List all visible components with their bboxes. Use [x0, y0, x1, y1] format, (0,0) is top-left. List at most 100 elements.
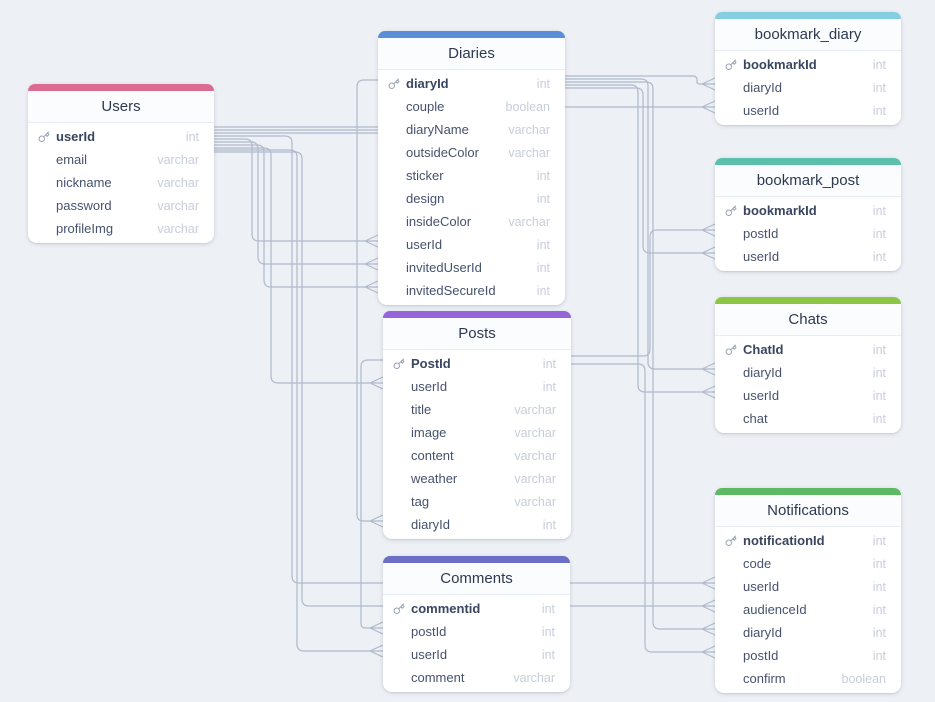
field-row[interactable]: confirm boolean	[715, 667, 901, 690]
field-row[interactable]: outsideColor varchar	[378, 141, 565, 164]
key-icon-slot	[388, 261, 403, 274]
field-row[interactable]: diaryId int	[715, 361, 901, 384]
crows-foot-many-marker	[364, 234, 379, 248]
field-row[interactable]: diaryId int	[715, 621, 901, 644]
field-row[interactable]: postId int	[715, 222, 901, 245]
table-title[interactable]: Posts	[383, 318, 571, 350]
field-row[interactable]: userId int	[715, 245, 901, 268]
field-row[interactable]: userId int	[383, 375, 571, 398]
field-row[interactable]: tag varchar	[383, 490, 571, 513]
field-row[interactable]: nickname varchar	[28, 171, 214, 194]
table-card-users[interactable]: Users userId int email varchar nickname …	[28, 84, 214, 243]
field-row[interactable]: notificationId int	[715, 529, 901, 552]
field-row[interactable]: sticker int	[378, 164, 565, 187]
table-title[interactable]: Chats	[715, 304, 901, 336]
field-row[interactable]: bookmarkId int	[715, 199, 901, 222]
field-row[interactable]: audienceId int	[715, 598, 901, 621]
field-row[interactable]: password varchar	[28, 194, 214, 217]
field-name: ChatId	[743, 342, 784, 357]
field-row[interactable]: userId int	[715, 575, 901, 598]
field-name: image	[411, 425, 447, 440]
field-type: int	[541, 624, 555, 639]
field-type: varchar	[157, 152, 199, 167]
relationship-line	[214, 141, 365, 265]
table-card-diaries[interactable]: Diaries diaryId int couple boolean diary…	[378, 31, 565, 305]
table-accent-bar	[383, 556, 570, 563]
field-name: outsideColor	[406, 145, 479, 160]
field-row[interactable]: userId int	[715, 99, 901, 122]
field-row[interactable]: invitedSecureId int	[378, 279, 565, 302]
field-row[interactable]: chat int	[715, 407, 901, 430]
field-row[interactable]: PostId int	[383, 352, 571, 375]
key-icon-slot	[388, 123, 403, 136]
field-name: invitedSecureId	[406, 283, 496, 298]
field-row[interactable]: diaryId int	[715, 76, 901, 99]
field-type: int	[536, 76, 550, 91]
relationship-line	[214, 138, 365, 242]
field-row[interactable]: diaryId int	[378, 72, 565, 95]
field-type: int	[541, 601, 555, 616]
key-icon-slot	[388, 146, 403, 159]
table-title[interactable]: Diaries	[378, 38, 565, 70]
table-card-notifications[interactable]: Notifications notificationId int code in…	[715, 488, 901, 693]
relationship-line	[214, 149, 370, 652]
field-row[interactable]: weather varchar	[383, 467, 571, 490]
table-fields: ChatId int diaryId int userId int chat i…	[715, 336, 901, 433]
field-row[interactable]: commentid int	[383, 597, 570, 620]
field-row[interactable]: title varchar	[383, 398, 571, 421]
table-title[interactable]: Notifications	[715, 495, 901, 527]
table-card-chats[interactable]: Chats ChatId int diaryId int userId int …	[715, 297, 901, 433]
table-fields: bookmarkId int diaryId int userId int	[715, 51, 901, 125]
field-row[interactable]: diaryName varchar	[378, 118, 565, 141]
crows-foot-many-marker	[364, 257, 379, 271]
crows-foot-many-marker	[701, 622, 716, 636]
field-row[interactable]: ChatId int	[715, 338, 901, 361]
table-title[interactable]: bookmark_post	[715, 165, 901, 197]
table-card-bookmark_post[interactable]: bookmark_post bookmarkId int postId int …	[715, 158, 901, 271]
field-row[interactable]: design int	[378, 187, 565, 210]
table-title[interactable]: Comments	[383, 563, 570, 595]
field-row[interactable]: code int	[715, 552, 901, 575]
field-row[interactable]: content varchar	[383, 444, 571, 467]
field-name: audienceId	[743, 602, 807, 617]
field-row[interactable]: comment varchar	[383, 666, 570, 689]
field-type: int	[536, 237, 550, 252]
field-type: int	[872, 625, 886, 640]
table-title[interactable]: Users	[28, 91, 214, 123]
field-row[interactable]: email varchar	[28, 148, 214, 171]
field-row[interactable]: profileImg varchar	[28, 217, 214, 240]
key-icon-slot	[725, 204, 740, 217]
relationship-line	[565, 81, 702, 630]
field-row[interactable]: couple boolean	[378, 95, 565, 118]
field-row[interactable]: userId int	[28, 125, 214, 148]
field-type: boolean	[841, 671, 887, 686]
field-row[interactable]: postId int	[715, 644, 901, 667]
field-name: comment	[411, 670, 465, 685]
table-card-posts[interactable]: Posts PostId int userId int title varcha…	[383, 311, 571, 539]
key-icon-slot	[393, 648, 408, 661]
field-name: diaryId	[743, 365, 783, 380]
field-row[interactable]: userId int	[378, 233, 565, 256]
field-row[interactable]: userId int	[715, 384, 901, 407]
field-row[interactable]: image varchar	[383, 421, 571, 444]
field-row[interactable]: insideColor varchar	[378, 210, 565, 233]
field-row[interactable]: bookmarkId int	[715, 53, 901, 76]
table-title[interactable]: bookmark_diary	[715, 19, 901, 51]
field-type: varchar	[157, 175, 199, 190]
key-icon-slot	[725, 343, 740, 356]
key-icon-slot	[38, 176, 53, 189]
key-icon	[393, 603, 405, 614]
crows-foot-many-marker	[701, 385, 716, 399]
relationship-line	[360, 359, 383, 629]
field-row[interactable]: userId int	[383, 643, 570, 666]
field-row[interactable]: invitedUserId int	[378, 256, 565, 279]
table-card-bookmark_diary[interactable]: bookmark_diary bookmarkId int diaryId in…	[715, 12, 901, 125]
table-card-comments[interactable]: Comments commentid int postId int userId…	[383, 556, 570, 692]
field-name: bookmarkId	[743, 57, 817, 72]
field-row[interactable]: postId int	[383, 620, 570, 643]
key-icon-slot	[725, 81, 740, 94]
relationship-line	[214, 144, 365, 288]
field-row[interactable]: diaryId int	[383, 513, 571, 536]
field-type: varchar	[513, 670, 555, 685]
field-type: int	[872, 579, 886, 594]
